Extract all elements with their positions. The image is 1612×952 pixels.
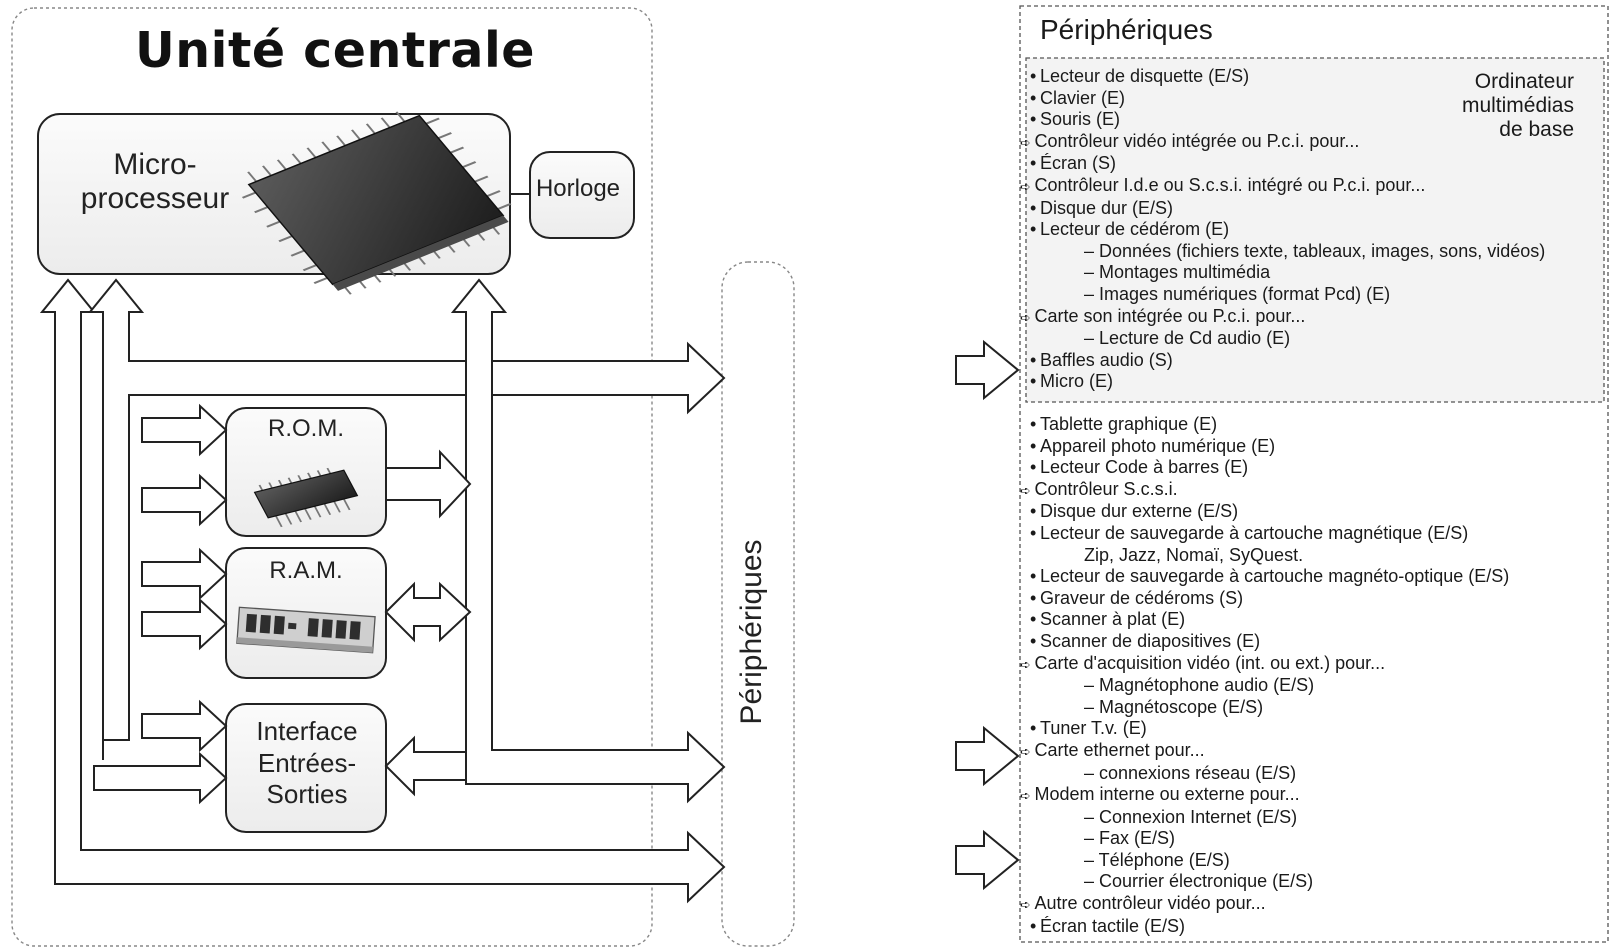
cpu-chip-icon	[241, 111, 512, 295]
peripheral-item: Tuner T.v. (E)	[1018, 718, 1509, 740]
branch-to-ram-top	[141, 547, 228, 601]
peripheral-item: – connexions réseau (E/S)	[1084, 762, 1297, 783]
branch-arrows	[93, 403, 472, 805]
bus-arrows	[39, 278, 726, 904]
branch-to-ram-mid	[141, 597, 228, 651]
peripheral-item: – Courrier électronique (E/S)	[1084, 871, 1314, 892]
peripheral-item: Appareil photo numérique (E)	[1018, 436, 1509, 458]
peripheral-item: – Lecture de Cd audio (E)	[1084, 328, 1291, 349]
peripheral-item: Lecteur de sauvegarde à cartouche magnét…	[1018, 566, 1509, 588]
panel-arrows	[955, 339, 1020, 891]
peripherals-panel-title: Périphériques	[1040, 14, 1213, 45]
peripheral-item: Graveur de cédéroms (S)	[1018, 588, 1509, 610]
peripheral-item: Scanner de diapositives (E)	[1018, 631, 1509, 653]
peripheral-item: Modem interne ou externe pour...	[1018, 784, 1509, 807]
branch-to-rom-mid	[141, 473, 228, 527]
peripheral-item: Disque dur externe (E/S)	[1018, 501, 1509, 523]
peripheral-item: Autre contrôleur vidéo pour...	[1018, 893, 1509, 916]
ram-module-icon	[236, 606, 376, 654]
branch-to-rom-top	[141, 403, 228, 457]
bus-arrow-right	[450, 278, 726, 804]
peripheral-item: – Fax (E/S)	[1084, 828, 1176, 849]
peripheral-item: Souris (E)	[1018, 109, 1545, 131]
rom-output-arrow	[385, 449, 472, 519]
cpu-unit-frame	[11, 7, 653, 947]
peripheral-item: Lecteur de cédérom (E)	[1018, 219, 1545, 241]
multimedia-peripherals-list: Lecteur de disquette (E/S)Clavier (E)Sou…	[1018, 66, 1546, 393]
clock-label: Horloge	[535, 175, 621, 202]
peripheral-item: Carte d'acquisition vidéo (int. ou ext.)…	[1018, 653, 1509, 676]
peripheral-item: – Données (fichiers texte, tableaux, ima…	[1084, 240, 1546, 261]
branch-to-io-mid	[93, 751, 228, 805]
peripheral-item: Zip, Jazz, Nomaï, SyQuest.	[1084, 544, 1304, 565]
peripheral-item: – Images numériques (format Pcd) (E)	[1084, 283, 1391, 304]
peripheral-bus-label: Périphériques	[735, 539, 768, 725]
peripheral-item: Lecteur de disquette (E/S)	[1018, 66, 1545, 88]
peripheral-item: Écran tactile (E/S)	[1018, 916, 1509, 938]
additional-peripherals-list: Tablette graphique (E)Appareil photo num…	[1018, 414, 1510, 938]
panel-arrow-mid	[955, 725, 1020, 787]
peripheral-item: Contrôleur vidéo intégrée ou P.c.i. pour…	[1018, 131, 1545, 154]
bus-arrow-second	[87, 278, 726, 760]
peripheral-item: Contrôleur I.d.e ou S.c.s.i. intégré ou …	[1018, 175, 1545, 198]
panel-arrow-top	[955, 339, 1020, 401]
cpu-unit-title: Unité centrale	[134, 22, 536, 79]
peripheral-item: Écran (S)	[1018, 153, 1545, 175]
ram-label: R.A.M.	[269, 557, 343, 584]
io-interface-label: Interface Entrées- Sorties	[256, 716, 358, 810]
bus-arrow-outer	[39, 278, 726, 904]
microprocessor-label: Micro- processeur	[80, 148, 230, 215]
peripheral-item: Contrôleur S.c.s.i.	[1018, 479, 1509, 502]
peripheral-item: – Montages multimédia	[1084, 262, 1271, 283]
peripheral-item: Disque dur (E/S)	[1018, 198, 1545, 220]
peripheral-item: Baffles audio (S)	[1018, 350, 1545, 372]
peripheral-item: Clavier (E)	[1018, 88, 1545, 110]
peripheral-item: Micro (E)	[1018, 371, 1545, 393]
peripheral-item: – Téléphone (E/S)	[1084, 849, 1230, 870]
rom-label: R.O.M.	[268, 415, 344, 442]
io-bidir-arrow	[384, 735, 467, 797]
peripheral-item: Lecteur de sauvegarde à cartouche magnét…	[1018, 523, 1509, 545]
peripheral-item: Carte son intégrée ou P.c.i. pour...	[1018, 306, 1545, 329]
peripheral-item: Carte ethernet pour...	[1018, 740, 1509, 763]
peripheral-item: Tablette graphique (E)	[1018, 414, 1509, 436]
branch-to-io-top	[141, 699, 228, 753]
peripheral-item: Scanner à plat (E)	[1018, 609, 1509, 631]
peripheral-item: – Magnétophone audio (E/S)	[1084, 675, 1315, 696]
io-interface-box	[225, 703, 387, 833]
peripheral-item: Lecteur Code à barres (E)	[1018, 457, 1509, 479]
rom-chip-icon	[253, 467, 359, 528]
ram-bidir-arrow	[384, 581, 472, 643]
panel-arrow-bottom	[955, 829, 1020, 891]
peripheral-item: – Connexion Internet (E/S)	[1084, 806, 1298, 827]
peripheral-item: – Magnétoscope (E/S)	[1084, 696, 1264, 717]
